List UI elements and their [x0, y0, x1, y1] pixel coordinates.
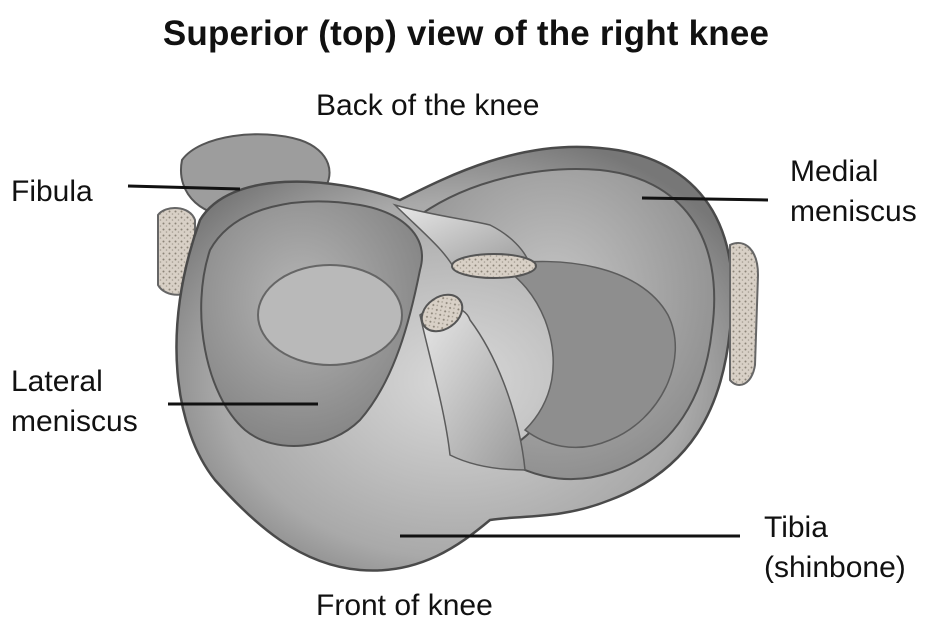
label-lateral-line2: meniscus	[11, 402, 138, 442]
label-lateral-meniscus: Lateral meniscus	[11, 362, 138, 442]
medial-collateral-cut	[730, 243, 758, 385]
label-fibula: Fibula	[11, 172, 93, 212]
label-tibia-line1: Tibia	[764, 508, 906, 548]
lateral-articular-surface	[258, 265, 402, 365]
label-front: Front of knee	[316, 586, 493, 626]
label-tibia-line2: (shinbone)	[764, 548, 906, 588]
label-tibia: Tibia (shinbone)	[764, 508, 906, 588]
label-medial-line2: meniscus	[790, 192, 917, 232]
label-lateral-line1: Lateral	[11, 362, 138, 402]
label-back: Back of the knee	[316, 86, 539, 126]
label-medial-meniscus: Medial meniscus	[790, 152, 917, 232]
ligament-cut-end	[452, 254, 536, 278]
leader-line-medial	[642, 198, 768, 200]
label-medial-line1: Medial	[790, 152, 917, 192]
